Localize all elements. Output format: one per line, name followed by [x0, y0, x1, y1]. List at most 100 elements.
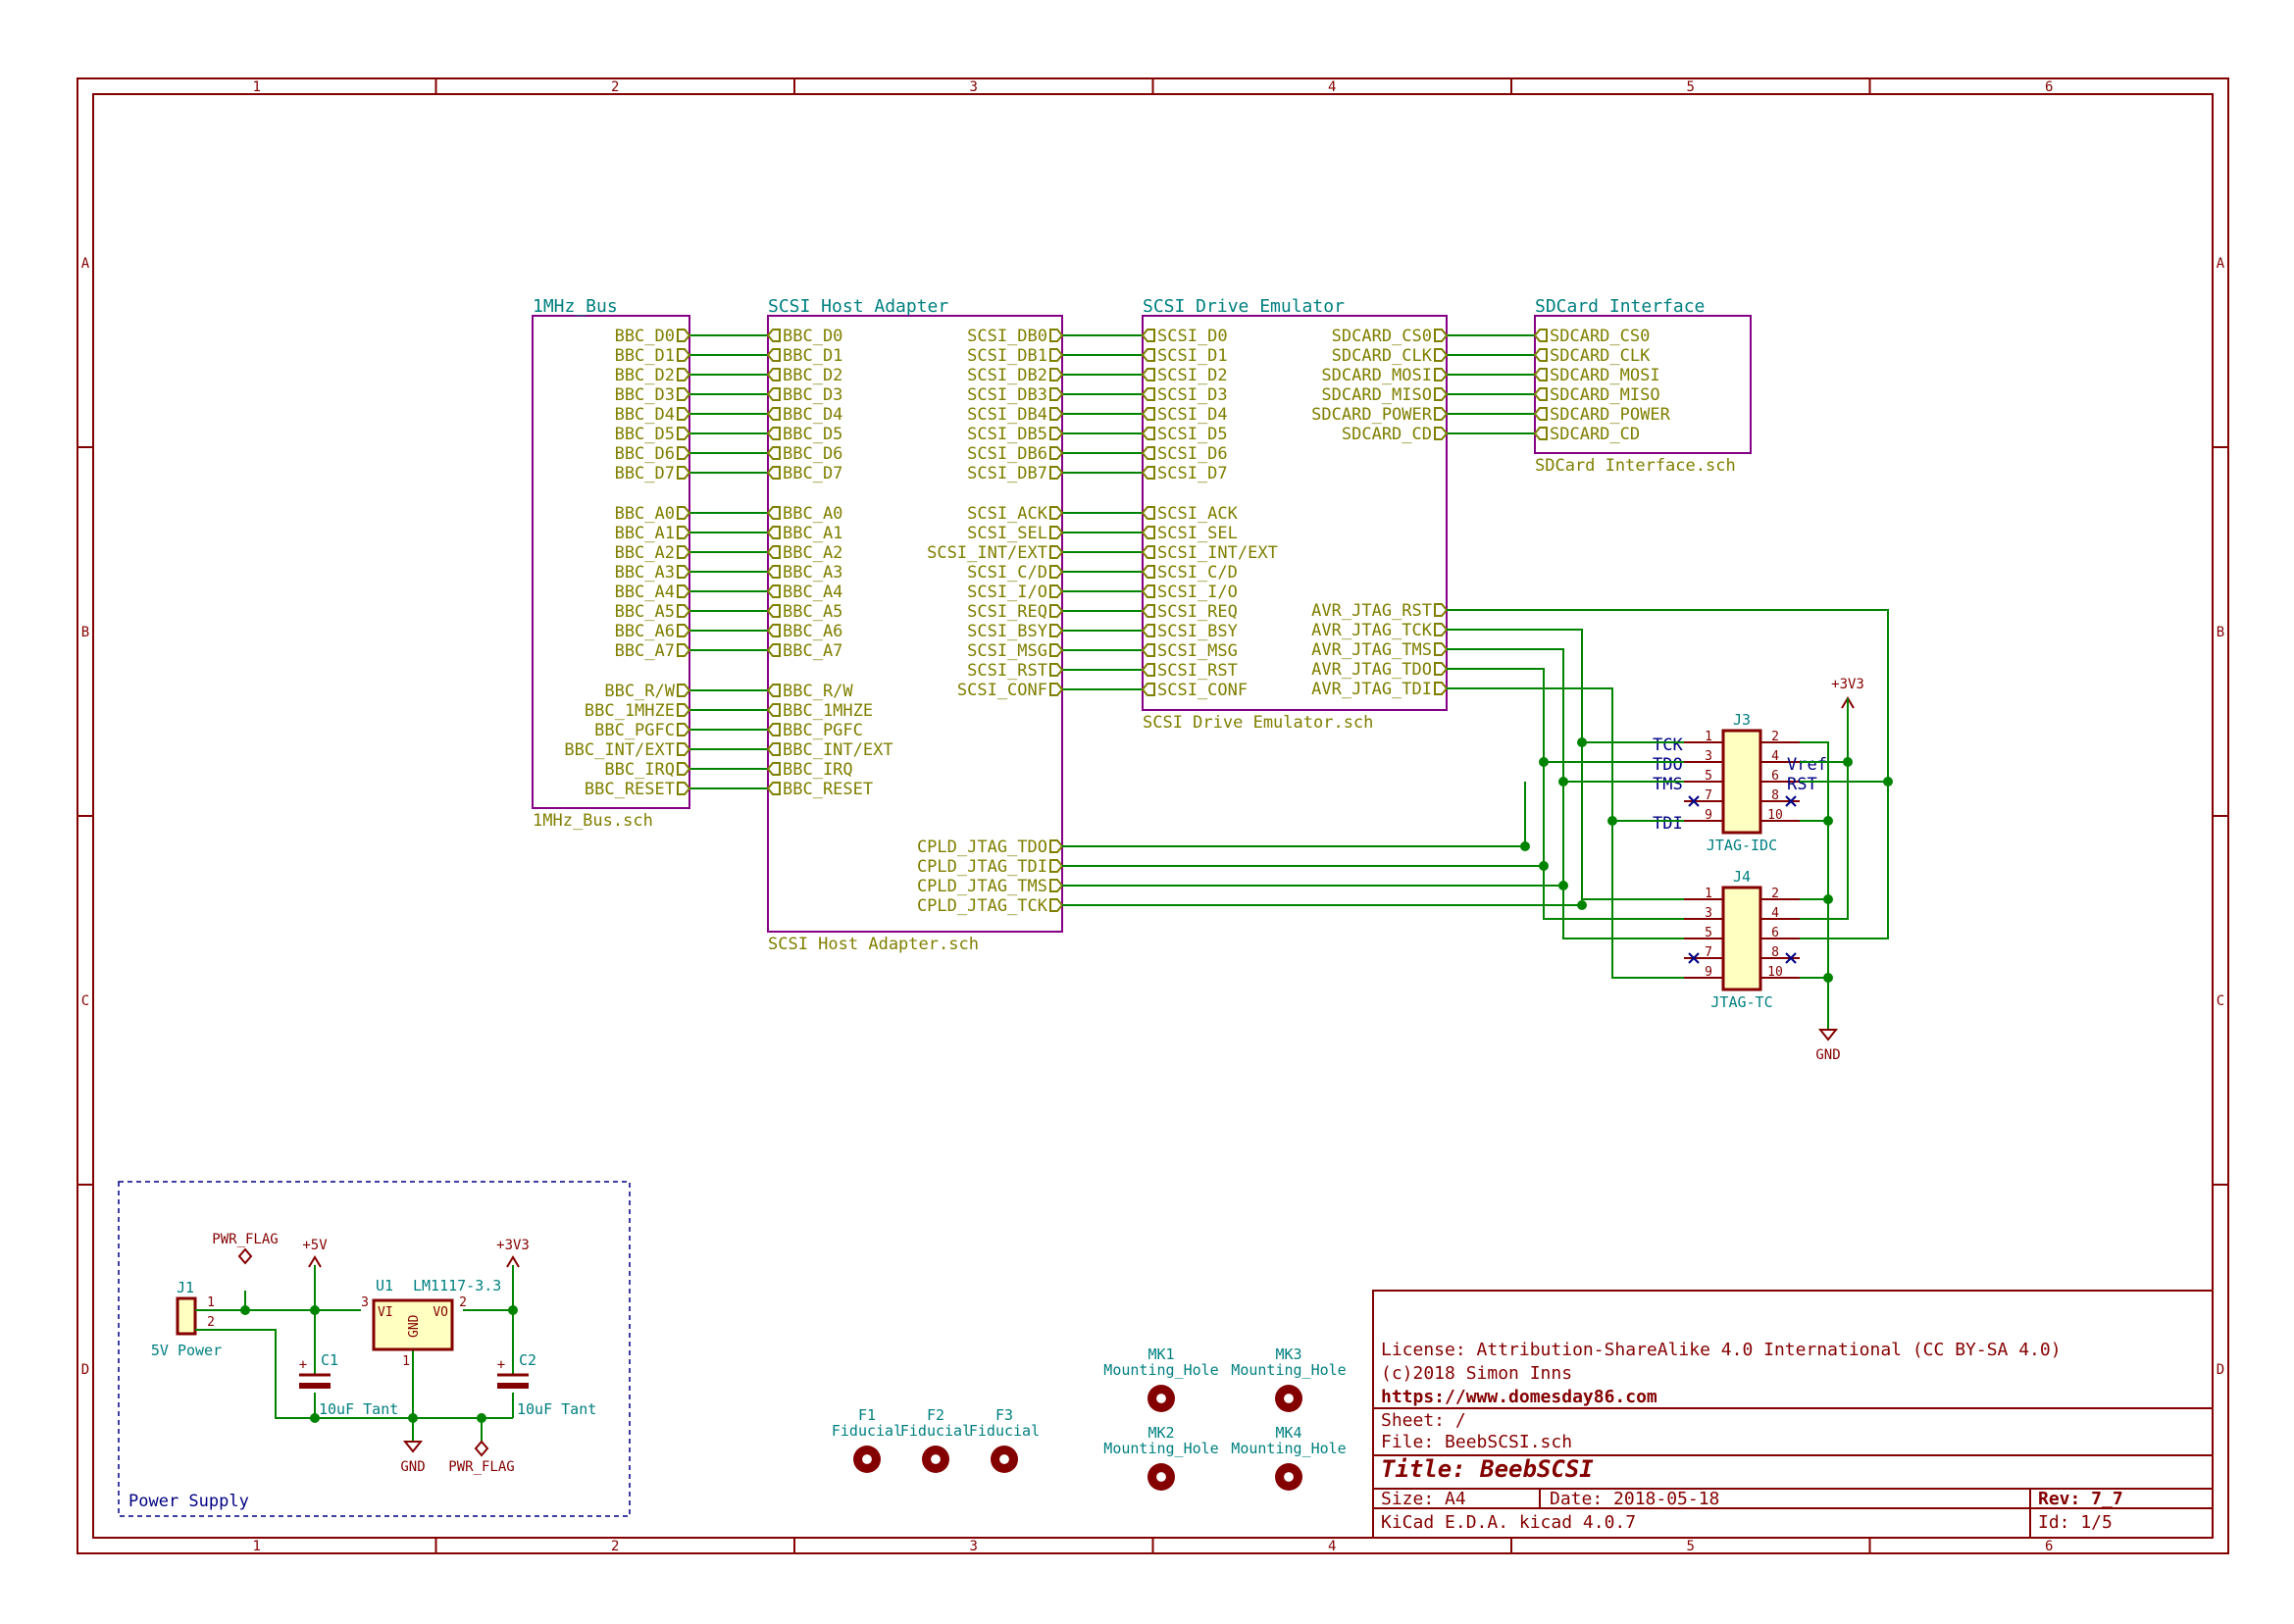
drive-pin-sdcard-power-label: SDCARD_POWER — [1311, 405, 1433, 425]
bus-pin-bbc-a5-label: BBC_A5 — [615, 602, 675, 622]
bus-pin-bbc-int-ext-label: BBC_INT/EXT — [564, 740, 675, 760]
host-pin-bbc-d1-label: BBC_D1 — [783, 346, 842, 366]
fiducial-2-reference: F2 — [927, 1406, 944, 1424]
host-pin-scsi-db0-arrow — [1049, 329, 1064, 342]
drive-pin-scsi-int-ext-arrow — [1141, 545, 1155, 559]
avr-rst-wire — [1447, 609, 1889, 939]
host-pin-cpld-jtag-tdo-arrow — [1049, 839, 1064, 853]
host-pin-scsi-rst-arrow — [1049, 663, 1064, 677]
bus-pin-bbc-a1-arrow — [677, 526, 691, 539]
j1-value: 5V Power — [151, 1342, 222, 1359]
zone-column-2: 2 — [611, 79, 619, 95]
junction — [1577, 737, 1587, 747]
host-pin-bbc-d4-label: BBC_D4 — [783, 405, 842, 425]
u1-pin-2: 2 — [459, 1295, 467, 1310]
host-pin-bbc-a7-arrow — [766, 643, 781, 657]
id-text: Id: 1/5 — [2038, 1512, 2113, 1533]
j3-body — [1721, 729, 1762, 835]
j1-reference: J1 — [177, 1279, 194, 1296]
junction — [477, 1413, 486, 1423]
drive-pin-scsi-bsy-label: SCSI_BSY — [1157, 622, 1238, 641]
host-pin-bbc-d0-arrow — [766, 329, 781, 342]
bus-pin-bbc-a3-arrow — [677, 565, 691, 579]
mounting-hole-mk4-hole — [1284, 1472, 1294, 1482]
bus-pin-bbc-a2-label: BBC_A2 — [615, 543, 675, 563]
sd-pin-sdcard-cs0-arrow — [1533, 329, 1548, 342]
bus-pin-bbc-pgfc-label: BBC_PGFC — [594, 721, 675, 740]
fiducial-1-hole — [862, 1454, 872, 1464]
sd-pin-sdcard-miso-arrow — [1533, 387, 1548, 401]
zone-row-C: C — [81, 993, 89, 1009]
bus-pin-bbc-d2-arrow — [677, 368, 691, 381]
vout-wire — [463, 1309, 514, 1375]
j4-pin-3: 3 — [1705, 906, 1712, 921]
j4-body — [1721, 886, 1762, 991]
j3-pin-6: 6 — [1771, 769, 1779, 784]
power-5v: +5V — [302, 1238, 328, 1253]
tool-text: KiCad E.D.A. kicad 4.0.7 — [1381, 1512, 1636, 1533]
bus-pin-bbc-a5-arrow — [677, 604, 691, 618]
net-label-tdi: TDI — [1653, 814, 1683, 834]
zone-column-2-bottom: 2 — [611, 1539, 619, 1554]
u1-pin-1: 1 — [402, 1354, 410, 1369]
power-supply-label: Power Supply — [128, 1492, 249, 1511]
host-pin-bbc-1mhze-label: BBC_1MHZE — [783, 701, 873, 721]
net-label-vref: Vref — [1787, 755, 1827, 775]
junction — [1539, 861, 1549, 871]
zone-column-5: 5 — [1687, 79, 1695, 95]
drive-pin-scsi-d6-arrow — [1141, 446, 1155, 460]
url-text[interactable]: https://www.domesday86.com — [1381, 1387, 1657, 1407]
host-pin-bbc-a3-arrow — [766, 565, 781, 579]
drive-pin-scsi-d6-label: SCSI_D6 — [1157, 444, 1228, 464]
drive-pin-scsi-d0-label: SCSI_D0 — [1157, 327, 1228, 346]
fiducial-1-value: Fiducial — [832, 1422, 902, 1440]
host-pin-scsi-db4-arrow — [1049, 407, 1064, 421]
drive-pin-avr-jtag-tms-arrow — [1434, 642, 1449, 656]
ps-gnd-symbol — [402, 1441, 424, 1453]
host-pin-cpld-jtag-tms-arrow — [1049, 879, 1064, 892]
drive-pin-scsi-i-o-arrow — [1141, 584, 1155, 598]
host-pin-bbc-a1-arrow — [766, 526, 781, 539]
drive-pin-avr-jtag-rst-label: AVR_JTAG_RST — [1311, 601, 1432, 621]
host-pin-scsi-db1-label: SCSI_DB1 — [967, 346, 1047, 366]
bus-pin-bbc-d2-label: BBC_D2 — [615, 366, 675, 385]
drive-pin-sdcard-miso-label: SDCARD_MISO — [1321, 385, 1432, 405]
size-text: Size: A4 — [1381, 1489, 1466, 1509]
drive-pin-sdcard-cs0-arrow — [1434, 329, 1449, 342]
sd-pin-sdcard-cd-arrow — [1533, 427, 1548, 440]
host-pin-scsi-rst-label: SCSI_RST — [967, 661, 1047, 681]
drive-pin-scsi-sel-label: SCSI_SEL — [1157, 524, 1238, 543]
c1-polarity: + — [299, 1357, 307, 1373]
j4-reference: J4 — [1733, 868, 1751, 886]
host-pin-bbc-d5-arrow — [766, 427, 781, 440]
host-sheet-box — [767, 315, 1063, 933]
avr-tdi-wire — [1447, 687, 1684, 979]
host-pin-bbc-d7-label: BBC_D7 — [783, 464, 842, 483]
c2-value: 10uF Tant — [517, 1400, 596, 1418]
host-pin-bbc-r-w-label: BBC_R/W — [783, 682, 853, 701]
host-pin-cpld-jtag-tdi-label: CPLD_JTAG_TDI — [917, 857, 1047, 877]
zone-column-4-bottom: 4 — [1328, 1539, 1336, 1554]
j1-pin-2: 2 — [207, 1315, 215, 1330]
bus-pin-bbc-d3-label: BBC_D3 — [615, 385, 675, 405]
host-pin-bbc-d6-arrow — [766, 446, 781, 460]
junction — [240, 1305, 250, 1315]
zone-column-3-bottom: 3 — [970, 1539, 978, 1554]
host-pin-bbc-d7-arrow — [766, 466, 781, 480]
drive-pin-sdcard-mosi-arrow — [1434, 368, 1449, 381]
drive-pin-scsi-d3-arrow — [1141, 387, 1155, 401]
zone-row-D: D — [81, 1362, 89, 1378]
host-pin-scsi-bsy-label: SCSI_BSY — [967, 622, 1047, 641]
drive-pin-sdcard-cd-arrow — [1434, 427, 1449, 440]
pwr-flag-2: PWR_FLAG — [448, 1459, 514, 1475]
sd-pin-sdcard-clk-arrow — [1533, 348, 1548, 362]
drive-pin-avr-jtag-tms-label: AVR_JTAG_TMS — [1311, 640, 1432, 660]
j3-pin-1: 1 — [1705, 730, 1712, 744]
sd-pin-sdcard-miso-label: SDCARD_MISO — [1550, 385, 1660, 405]
host-pin-scsi-req-label: SCSI_REQ — [967, 602, 1047, 622]
net-label-tck: TCK — [1653, 736, 1683, 755]
host-pin-scsi-c-d-label: SCSI_C/D — [967, 563, 1047, 583]
bus-pin-bbc-r-w-label: BBC_R/W — [604, 682, 675, 701]
